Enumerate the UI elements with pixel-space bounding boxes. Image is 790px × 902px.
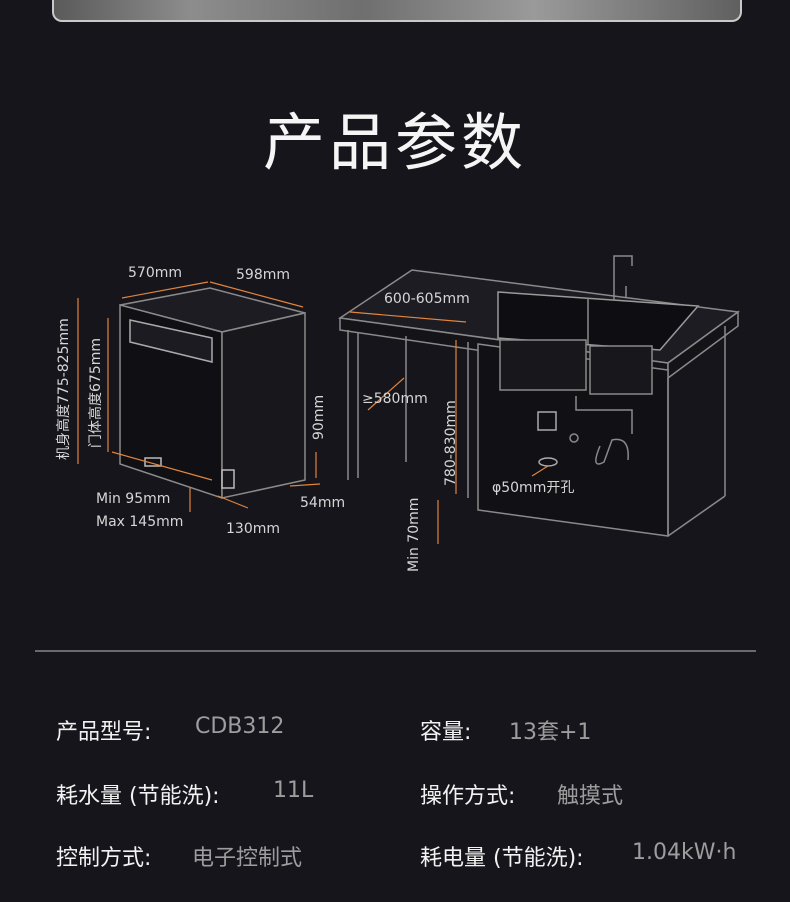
- dishwasher-dim-lines: [77, 281, 321, 512]
- spec-value: 13套+1: [509, 720, 592, 745]
- dim-kick-height: 90mm: [311, 395, 327, 440]
- spec-capacity: 容量: 13套+1: [420, 714, 591, 746]
- spec-value: 电子控制式: [192, 846, 303, 871]
- spec-value: 1.04kW·h: [632, 840, 737, 865]
- spec-operation: 操作方式: 触摸式: [420, 778, 623, 810]
- cabinet-drawing: [337, 255, 740, 537]
- spec-value: CDB312: [195, 714, 285, 739]
- dishwasher-drawing: [119, 287, 306, 500]
- dim-drain-hole: φ50mm开孔: [492, 480, 574, 496]
- section-divider: [35, 650, 756, 652]
- spec-label: 控制方式:: [56, 846, 152, 871]
- dim-width-598: 598mm: [236, 267, 290, 283]
- dim-kick-depth: 54mm: [300, 495, 345, 511]
- spec-model: 产品型号: CDB312: [56, 714, 284, 746]
- dim-min-plinth: Min 70mm: [406, 498, 422, 572]
- dim-offset-130: 130mm: [226, 521, 280, 537]
- dim-min-gap: Min 95mm: [96, 491, 170, 507]
- dim-max-gap: Max 145mm: [96, 514, 183, 530]
- spec-label: 操作方式:: [420, 784, 516, 809]
- spec-power-usage: 耗电量 (节能洗): 1.04kW·h: [420, 840, 736, 872]
- spec-label: 耗电量 (节能洗):: [420, 846, 584, 871]
- spec-value: 11L: [273, 778, 314, 803]
- spec-value: 触摸式: [557, 784, 624, 809]
- spec-label: 容量:: [420, 720, 472, 745]
- spec-water-usage: 耗水量 (节能洗): 11L: [56, 778, 313, 810]
- installation-diagram: 570mm 598mm 机身高度775-825mm 门体高度675mm 90mm…: [55, 255, 740, 572]
- hero-image-strip: [52, 0, 742, 22]
- cabinet-dim-lines: [349, 311, 549, 544]
- dim-cabinet-depth: 600-605mm: [384, 291, 470, 307]
- dim-door-height: 门体高度675mm: [87, 338, 104, 448]
- dim-body-height: 机身高度775-825mm: [55, 318, 72, 460]
- dim-opening-height: 780-830mm: [443, 400, 459, 486]
- dim-opening-width: ≥580mm: [362, 391, 428, 407]
- spec-control: 控制方式: 电子控制式: [56, 840, 302, 872]
- dim-depth-570: 570mm: [128, 265, 182, 281]
- page-title: 产品参数: [262, 106, 527, 179]
- spec-label: 耗水量 (节能洗):: [56, 784, 220, 809]
- spec-label: 产品型号:: [56, 720, 152, 745]
